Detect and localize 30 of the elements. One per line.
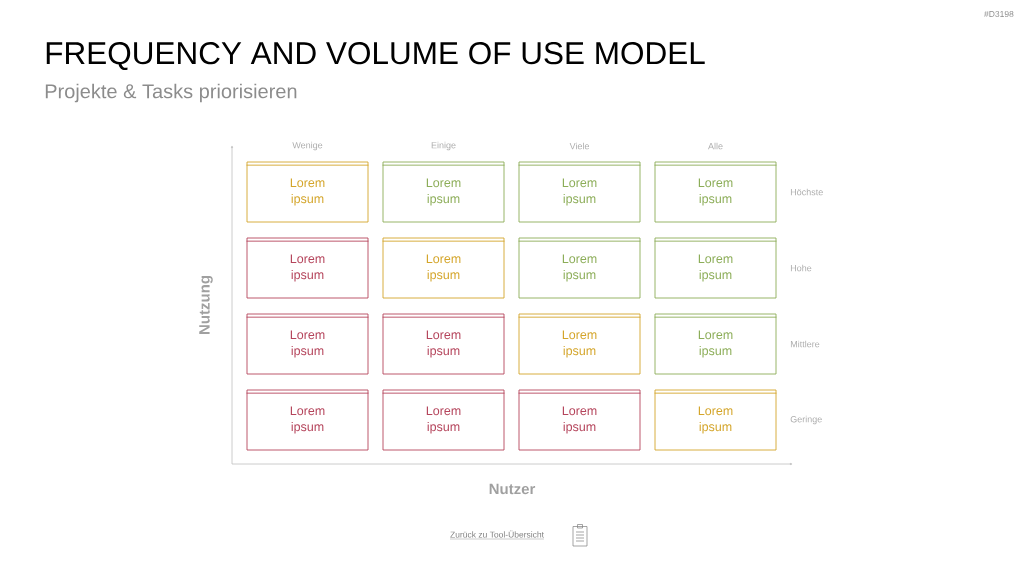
axis-title: Nutzung (199, 276, 213, 334)
matrix-box: Lorem ipsum (518, 161, 641, 223)
matrix-box: Lorem ipsum (518, 389, 641, 451)
matrix-box: Lorem ipsum (654, 237, 777, 299)
column-header: Viele (569, 142, 590, 150)
title: FREQUENCY AND VOLUME OF USE MODEL (46, 42, 705, 70)
matrix-box: Lorem ipsum (246, 313, 369, 375)
matrix-box: Lorem ipsum (518, 313, 641, 375)
matrix-box: Lorem ipsum (246, 389, 369, 451)
link: Zurück zu Tool-Übersicht (449, 530, 545, 540)
matrix-box: Lorem ipsum (382, 313, 505, 375)
matrix-box: Lorem ipsum (382, 389, 505, 451)
matrix-box: Lorem ipsum (246, 237, 369, 299)
column-header: Wenige (292, 141, 323, 151)
matrix-box: Lorem ipsum (654, 313, 777, 375)
axis-title: Nutzer (489, 483, 536, 495)
row-label: Hohe (790, 264, 812, 272)
matrix-box: Lorem ipsum (382, 237, 505, 299)
column-header: Einige (431, 141, 456, 151)
row-label: Geringe (790, 415, 822, 425)
matrix-box: Lorem ipsum (382, 161, 505, 223)
matrix-box: Lorem ipsum (654, 389, 777, 451)
slide-number: #D3198 (984, 11, 1014, 17)
row-label: Mittlere (790, 340, 820, 348)
row-label: Höchste (790, 188, 823, 196)
matrix-box: Lorem ipsum (518, 237, 641, 299)
subtitle: Projekte & Tasks priorisieren (45, 83, 297, 103)
matrix-box: Lorem ipsum (654, 161, 777, 223)
matrix-box: Lorem ipsum (246, 161, 369, 223)
column-header: Alle (708, 142, 723, 150)
